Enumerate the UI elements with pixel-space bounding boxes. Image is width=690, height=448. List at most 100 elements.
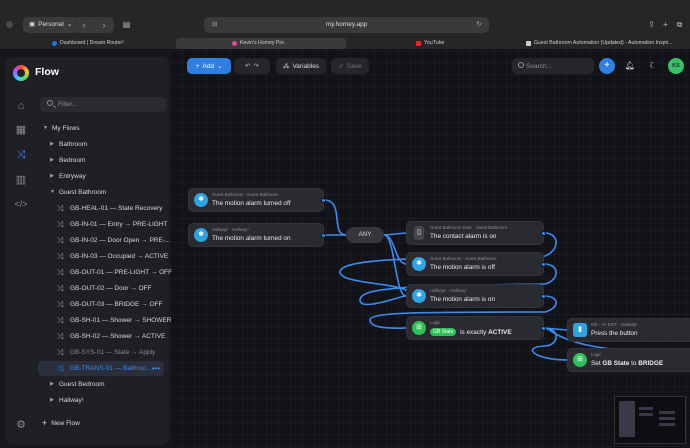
output-port[interactable] (541, 326, 546, 331)
tree-flow-item[interactable]: GB-IN-03 — Occupied → ACTIVE (57, 249, 169, 264)
dashboard-favicon-icon (52, 41, 57, 46)
redo-icon[interactable]: ↷ (253, 63, 259, 70)
nav-buttons: ‹ › (74, 17, 114, 33)
action-card-press-button[interactable]: ▮ GB – H¹ EXIT · Hallway¹ Press the butt… (567, 318, 690, 342)
tree-flow-item[interactable]: GB-OUT-03 — BRIDGE → OFF (57, 297, 162, 312)
output-port[interactable] (541, 231, 546, 236)
minimap-sidebar (619, 401, 635, 437)
save-button[interactable]: ✓ Save (331, 58, 369, 74)
action-card-set-state[interactable]: ⊞ Logic Set GB State to BRIDGE (567, 348, 690, 372)
homey-logo-icon (13, 65, 29, 81)
flow-label: GB-IN-03 — Occupied → ACTIVE (70, 253, 169, 260)
door-sensor-icon: ▯ (414, 226, 424, 240)
logic-icon: ⊞ (573, 353, 587, 367)
trigger-card-motion-on[interactable]: ✱ Hallway¹ · Hallway¹ The motion alarm t… (188, 223, 326, 247)
variables-label: Variables (292, 62, 320, 70)
condition-card-motion-off[interactable]: ✱ Guest Bathroom · Guest Bathroom The mo… (406, 252, 546, 276)
tree-flow-item[interactable]: GB-OUT-02 — Door → OFF (57, 281, 152, 296)
tree-flow-item-selected[interactable]: GB-TRANS-01 — Bathroo... ••• (38, 361, 164, 376)
tree-flow-item[interactable]: GB-HEAL-01 — State Recovery (57, 201, 162, 216)
flow-icon (57, 265, 66, 280)
tree-flow-item[interactable]: GB-IN-02 — Door Open → PRE-... (57, 233, 170, 248)
forward-icon[interactable]: › (102, 20, 106, 30)
flow-icon[interactable]: ⤨ (16, 149, 26, 161)
home-icon[interactable]: ⌂ (17, 100, 25, 112)
tree-folder-bedroom[interactable]: ▶ Bedroom (50, 153, 85, 168)
tree-folder-my-flows[interactable]: ▼ My Flows (43, 121, 79, 136)
trigger-card-motion-off[interactable]: ✱ Guest Bathroom · Guest Bathroom The mo… (188, 188, 326, 212)
output-port[interactable] (541, 262, 546, 267)
motion-sensor-icon: ✱ (194, 228, 208, 242)
more-options-icon[interactable]: ••• (151, 364, 160, 373)
new-tab-icon[interactable]: + (663, 20, 668, 29)
flow-label: GB-IN-01 — Entry → PRE-LIGHT (70, 221, 168, 228)
output-port[interactable] (541, 294, 546, 299)
insights-icon[interactable]: ▥ (15, 174, 27, 186)
share-icon[interactable]: ⇪ (648, 20, 655, 29)
tab-label: Guest Bathroom Automation (Updated) - Au… (534, 40, 673, 46)
condition-card-contact-on[interactable]: ▯ Guest Bathroom Door · Guest Bathroom T… (406, 221, 546, 245)
motion-sensor-icon: ✱ (194, 193, 208, 207)
avatar[interactable]: KS (668, 58, 684, 74)
card-text: Press the button (591, 330, 638, 337)
output-port[interactable] (321, 198, 326, 203)
card-subtitle: Guest Bathroom · Guest Bathroom (430, 256, 497, 261)
card-text-value: ACTIVE (488, 329, 512, 336)
tab-automation-inspiration[interactable]: Guest Bathroom Automation (Updated) - Au… (522, 38, 690, 49)
minimap[interactable] (614, 396, 686, 444)
tree-flow-item[interactable]: GB-IN-01 — Entry → PRE-LIGHT (57, 217, 168, 232)
tree-flow-item[interactable]: GB-OUT-01 — PRE-LIGHT → OFF (57, 265, 172, 280)
tree-folder-guest-bathroom[interactable]: ▼ Guest Bathroom (50, 185, 106, 200)
flow-label: GB-SYS-01 — State → Apply (70, 349, 156, 356)
browser-chrome: ▣ Personal ⌄ ‹ › ▤ ⊟ my.homey.app ↻ ⇪ + … (0, 0, 690, 50)
tab-dashboard[interactable]: Dashboard | Dream Router¹ (48, 38, 176, 49)
new-flow-button[interactable]: + New Flow (42, 418, 80, 428)
page-options-icon[interactable]: ⊟ (212, 21, 218, 28)
variable-pill[interactable]: GB State (430, 328, 457, 336)
devices-grid-icon[interactable]: ▦ (15, 124, 27, 136)
tree-folder-guest-bedroom[interactable]: ▶ Guest Bedroom (50, 377, 105, 392)
undo-icon[interactable]: ↶ (245, 63, 251, 70)
code-icon[interactable]: </> (14, 199, 28, 209)
url-bar[interactable]: ⊟ my.homey.app ↻ (204, 17, 489, 33)
any-node[interactable]: ANY (346, 227, 384, 243)
notifications-icon[interactable]: 🔔︎ (624, 61, 636, 70)
create-button[interactable]: + (599, 58, 615, 74)
search-input[interactable] (526, 58, 590, 74)
tab-overview-icon[interactable]: ⧉ (676, 20, 683, 29)
tree-folder-bathroom[interactable]: ▶ Bathroom (50, 137, 87, 152)
flow-icon (57, 313, 66, 328)
condition-card-motion-on[interactable]: ✱ Hallway¹ · Hallway¹ The motion alarm i… (406, 284, 546, 308)
window-close-dot[interactable] (6, 21, 13, 28)
caret-right-icon: ▶ (50, 157, 54, 163)
filter-input[interactable] (58, 97, 158, 112)
output-port[interactable] (321, 233, 326, 238)
back-icon[interactable]: ‹ (82, 20, 86, 30)
sidebar-toggle-icon[interactable]: ▤ (122, 20, 131, 29)
flow-icon (57, 329, 66, 344)
tree-folder-hallway[interactable]: ▶ Hallway¹ (50, 393, 84, 408)
tree-flow-item[interactable]: GB-SH-01 — Shower → SHOWER (57, 313, 172, 328)
caret-down-icon: ▼ (43, 125, 48, 131)
settings-icon[interactable]: ⚙ (16, 419, 26, 431)
profile-switcher[interactable]: ▣ Personal ⌄ (23, 17, 79, 33)
add-button[interactable]: + Add ⌄ (187, 58, 231, 74)
variables-button[interactable]: ⁂ Variables (276, 58, 326, 74)
search-field[interactable] (512, 58, 594, 74)
tree-folder-entryway[interactable]: ▶ Entryway (50, 169, 86, 184)
filter-field[interactable] (40, 97, 166, 112)
flow-canvas[interactable] (170, 50, 690, 448)
tab-homey[interactable]: Kevin's Homey Pro (176, 38, 346, 49)
dark-mode-icon[interactable]: ☾ (649, 61, 657, 70)
flow-label: GB-OUT-02 — Door → OFF (70, 285, 152, 292)
tree-flow-item[interactable]: GB-SH-02 — Shower → ACTIVE (57, 329, 165, 344)
minimap-node (659, 417, 675, 420)
reload-icon[interactable]: ↻ (476, 21, 482, 28)
condition-card-logic-state[interactable]: ⊞ Logic GB State is exactly ACTIVE (406, 316, 546, 340)
folder-label: Hallway¹ (59, 397, 84, 404)
minimap-node (639, 413, 653, 416)
tree-flow-item-disabled[interactable]: GB-SYS-01 — State → Apply (57, 345, 156, 360)
folder-label: Bedroom (59, 157, 86, 164)
tab-youtube[interactable]: YouTube (412, 38, 512, 49)
flow-icon (57, 249, 66, 264)
